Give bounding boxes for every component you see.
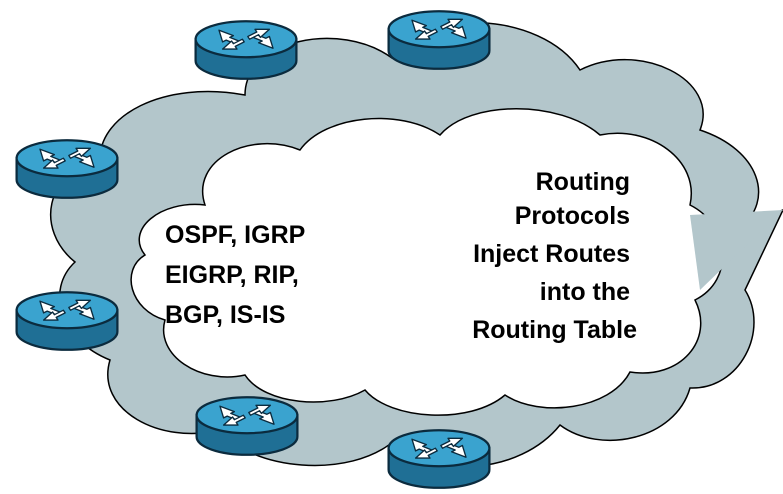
callout-tail	[690, 210, 783, 290]
routing-line: Routing	[536, 168, 630, 196]
router-top-left-icon	[194, 19, 298, 81]
routing-line: Protocols	[515, 202, 630, 230]
routing-table-cloud	[130, 108, 724, 416]
routing-line: into the	[540, 278, 630, 306]
router-left-upper-icon	[15, 138, 119, 200]
protocols-label: OSPF, IGRP EIGRP, RIP, BGP, IS-IS	[165, 221, 312, 329]
routing-table-label: Routing Protocols Inject Routes into the…	[472, 168, 637, 344]
routing-line: Routing Table	[472, 316, 637, 344]
routing-line: Inject Routes	[473, 240, 630, 268]
router-bottom-right-icon	[387, 428, 491, 490]
router-bottom-left-icon	[195, 395, 299, 457]
protocols-line: OSPF, IGRP	[165, 221, 305, 249]
router-left-lower-icon	[15, 290, 119, 352]
router-top-right-icon	[387, 9, 491, 71]
protocols-line: EIGRP, RIP,	[165, 261, 299, 289]
protocols-line: BGP, IS-IS	[165, 301, 285, 329]
